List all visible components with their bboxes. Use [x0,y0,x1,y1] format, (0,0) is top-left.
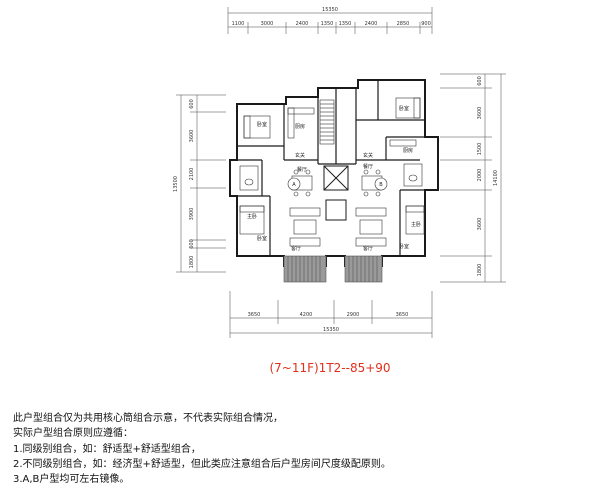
sofa-b [355,207,387,247]
right-dim-3: 1500 [477,143,483,156]
bottom-dim-3: 2900 [347,312,360,318]
unit-b-label: B [379,182,383,188]
room-b-entry: 玄关 [363,152,373,159]
note-line: 实际户型组合原则应遵循： [13,428,133,440]
unit-a-marker [287,177,301,191]
room-a-bedroom-bottom: 卧室 [257,235,267,242]
bottom-dim-4: 3650 [396,312,409,318]
sofa-a [289,207,321,247]
unit-b-marker [374,177,388,191]
notes-list: 此户型组合仅为共用核心筒组合示意，不代表实际组合情况， 实际户型组合原则应遵循：… [13,411,603,487]
elevator-core [323,165,349,221]
bottom-dim-2: 4200 [300,312,313,318]
right-dim-4: 2000 [477,169,483,182]
bed-b-main [405,205,425,235]
room-b-kitchen: 厨房 [403,147,413,154]
left-dim-6: 1800 [189,256,195,269]
top-dim-7: 2850 [397,21,410,27]
bottom-dim-1: 3650 [248,312,261,318]
stairwell [319,99,335,145]
right-total-dim: 14100 [493,170,499,186]
top-dim-1: 1100 [232,21,245,27]
plan-caption: (7~11F)1T2--85+90 [269,361,390,375]
right-dim-1: 600 [477,76,483,86]
room-b-bedroom-main: 主卧 [411,221,421,228]
left-dim-3: 2100 [189,168,195,181]
top-dim-3: 2400 [296,21,309,27]
room-a-bedroom-main: 主卧 [247,213,257,220]
right-dim-5: 3600 [477,218,483,231]
bathroom-b [403,163,423,187]
top-dim-2: 3000 [261,21,274,27]
bed-a-top [243,115,271,139]
room-b-bedroom-bottom: 卧室 [399,243,409,250]
top-dim-8: 900 [421,21,431,27]
left-dim-2: 3600 [189,130,195,143]
floor-plan-drawing: 15350 1100 3000 2400 1350 1350 2400 2850… [173,7,506,375]
room-a-dining: 餐厅 [297,166,307,173]
right-dimension-chain [440,73,506,283]
room-a-entry: 玄关 [295,152,305,159]
bottom-dimension-chain [229,291,433,338]
left-dim-5: 600 [189,239,195,249]
kitchen-b-counter [389,139,417,147]
bottom-total-dim: 15350 [323,327,339,333]
bed-b-top [395,97,421,119]
balcony-right [344,255,383,283]
room-b-dining: 餐厅 [363,163,373,170]
note-line: 3.A,B户型均可左右镜像。 [13,474,130,486]
room-a-kitchen: 厨房 [295,123,305,130]
top-dimension-chain [227,7,433,34]
top-total-dim: 15350 [322,7,338,13]
note-line: 此户型组合仅为共用核心筒组合示意，不代表实际组合情况， [13,413,283,424]
interior-walls [237,80,438,256]
bathroom-a [239,165,259,191]
left-dimension-chain [176,94,226,273]
right-dim-2: 3600 [477,107,483,120]
kitchen-a-counter [287,107,315,139]
bed-a-main [239,205,265,235]
room-a-living: 客厅 [291,245,301,252]
right-dim-6: 1800 [477,264,483,277]
left-dim-1: 600 [189,99,195,109]
room-b-bedroom-top: 卧室 [399,105,409,112]
note-line: 1.同级别组合，如：舒适型+舒适型组合， [13,443,201,455]
unit-a-label: A [292,182,296,188]
left-total-dim: 13500 [173,176,179,192]
left-dim-4: 3900 [189,208,195,221]
room-a-bedroom-top: 卧室 [257,121,267,128]
top-dim-5: 1350 [339,21,352,27]
balcony-left [283,255,327,283]
room-b-living: 客厅 [363,245,373,252]
top-dim-6: 2400 [365,21,378,27]
note-line: 2.不同级别组合，如：经济型+舒适型，但此类应注意组合后户型房间尺度级配原则。 [13,458,391,470]
top-dim-4: 1350 [321,21,334,27]
exterior-walls [229,79,439,267]
